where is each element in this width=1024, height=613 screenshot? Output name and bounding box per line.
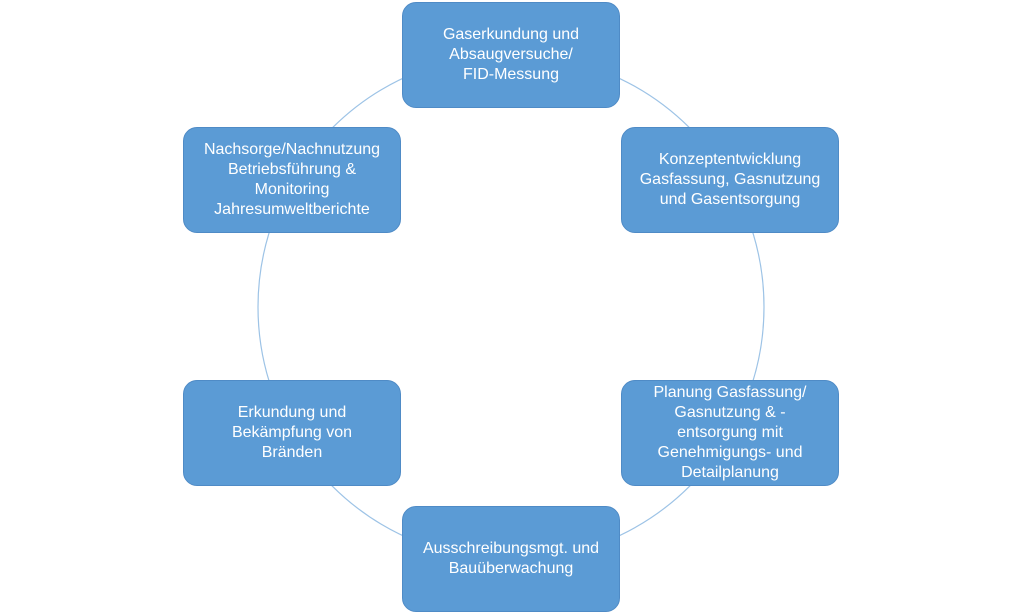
node-brandbekaempfung-label: Erkundung und Bekämpfung von Bränden	[231, 404, 353, 461]
node-konzeptentwicklung: Konzeptentwicklung Gasfassung, Gasnutzun…	[621, 127, 839, 233]
node-ausschreibung: Ausschreibungsmgt. und Bauüberwachung	[402, 506, 620, 612]
node-nachsorge: Nachsorge/Nachnutzung Betriebsführung & …	[183, 127, 401, 233]
node-konzeptentwicklung-label: Konzeptentwicklung Gasfassung, Gasnutzun…	[639, 151, 821, 208]
node-gaserkundung: Gaserkundung und Absaugversuche/ FID-Mes…	[402, 2, 620, 108]
node-gaserkundung-label: Gaserkundung und Absaugversuche/ FID-Mes…	[442, 26, 580, 83]
node-ausschreibung-label: Ausschreibungsmgt. und Bauüberwachung	[422, 540, 600, 577]
node-brandbekaempfung: Erkundung und Bekämpfung von Bränden	[183, 380, 401, 486]
node-nachsorge-label: Nachsorge/Nachnutzung Betriebsführung & …	[203, 141, 381, 218]
node-planung-label: Planung Gasfassung/ Gasnutzung & - entso…	[653, 384, 807, 481]
node-planung: Planung Gasfassung/ Gasnutzung & - entso…	[621, 380, 839, 486]
